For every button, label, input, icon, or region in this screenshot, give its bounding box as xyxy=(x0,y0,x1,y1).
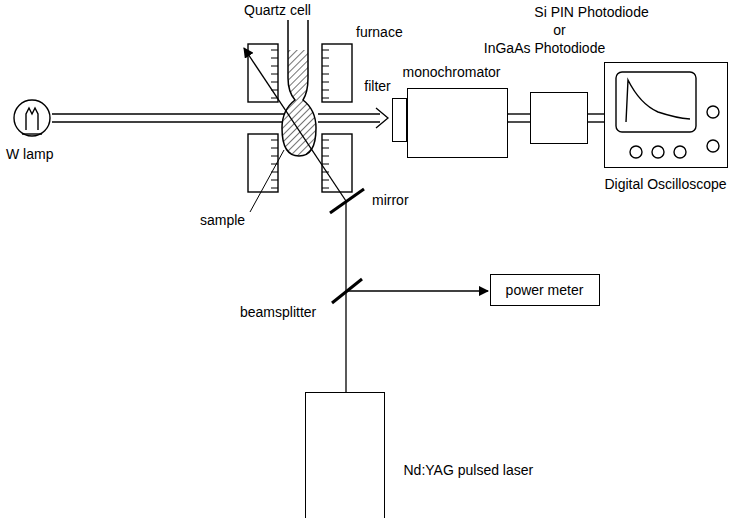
oscilloscope-box: Digital Oscilloscope xyxy=(604,62,728,168)
part-label: sample xyxy=(200,212,245,228)
lamp-symbol xyxy=(14,100,50,136)
node-label: filter xyxy=(364,78,390,94)
node-label: power meter xyxy=(506,282,584,298)
reflected-beam xyxy=(244,48,346,201)
part-label: furnace xyxy=(356,24,403,40)
monochromator-box: monochromator xyxy=(407,88,508,158)
part-label: Quartz cell xyxy=(244,2,311,18)
furnace-ticks xyxy=(271,50,329,188)
oscilloscope-face xyxy=(616,72,719,158)
sample-leader xyxy=(250,150,284,212)
output-beam xyxy=(318,108,388,128)
quartz-cell xyxy=(282,20,316,156)
photodiode-box: Si PIN PhotodiodeorInGaAs Photodiode xyxy=(530,92,588,144)
laser-box: Nd:YAG pulsed laser xyxy=(305,392,385,518)
split-beam xyxy=(347,290,488,291)
signal-connector xyxy=(508,114,530,122)
filter-box: filter xyxy=(392,98,407,142)
furnace-block xyxy=(248,44,352,192)
sample-fill xyxy=(282,50,316,156)
node-label: Nd:YAG pulsed laser xyxy=(404,462,534,478)
part-label: mirror xyxy=(372,192,409,208)
node-label: Si PIN Photodiode xyxy=(534,4,648,20)
node-label: monochromator xyxy=(402,64,500,80)
signal-connector xyxy=(588,114,604,122)
mirror-symbol xyxy=(330,189,364,213)
part-label: W lamp xyxy=(6,146,53,162)
power-meter-box: power meter xyxy=(490,274,600,306)
laser-beam xyxy=(345,201,346,392)
node-label-line: InGaAs Photodiode xyxy=(484,40,605,56)
part-label: beamsplitter xyxy=(240,304,316,320)
lamp-beam xyxy=(52,114,284,122)
node-label-line: or xyxy=(553,22,565,38)
node-label: Digital Oscilloscope xyxy=(604,176,726,192)
